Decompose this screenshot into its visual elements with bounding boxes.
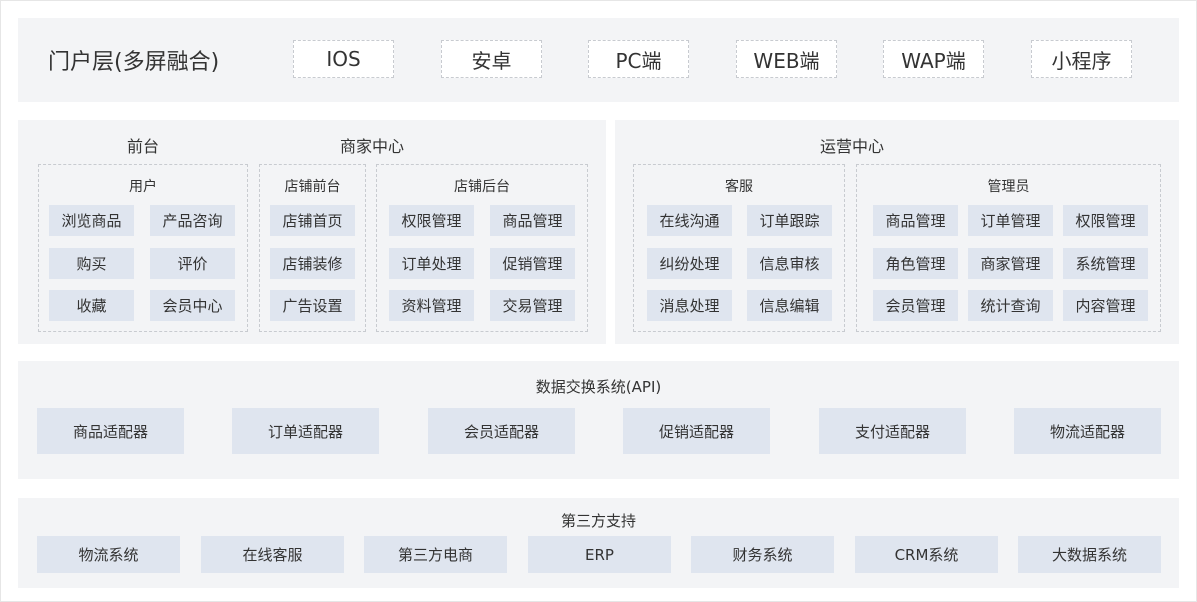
merchant-title: 商家中心 bbox=[339, 137, 404, 156]
admin-item-permission: 权限管理 bbox=[1063, 205, 1148, 236]
service-item-audit: 信息审核 bbox=[747, 248, 832, 279]
portal-item-wap: WAP端 bbox=[883, 40, 984, 78]
user-item-favorite: 收藏 bbox=[49, 290, 134, 321]
third-item-finance: 财务系统 bbox=[691, 536, 834, 573]
store-back-item-profile: 资料管理 bbox=[389, 290, 474, 321]
api-item-member: 会员适配器 bbox=[428, 408, 575, 454]
service-item-dispute: 纠纷处理 bbox=[647, 248, 732, 279]
user-group-title: 用户 bbox=[129, 179, 157, 195]
user-item-buy: 购买 bbox=[49, 248, 134, 279]
admin-item-content: 内容管理 bbox=[1063, 290, 1148, 321]
store-back-group bbox=[376, 164, 588, 332]
portal-layer-title: 门户层(多屏融合) bbox=[48, 50, 220, 75]
store-front-item-ads: 广告设置 bbox=[270, 290, 355, 321]
admin-item-stats: 统计查询 bbox=[968, 290, 1053, 321]
store-back-item-trade: 交易管理 bbox=[490, 290, 575, 321]
store-back-item-order: 订单处理 bbox=[389, 248, 474, 279]
admin-item-role: 角色管理 bbox=[873, 248, 958, 279]
admin-item-goods: 商品管理 bbox=[873, 205, 958, 236]
ops-title: 运营中心 bbox=[819, 137, 884, 156]
user-item-member: 会员中心 bbox=[150, 290, 235, 321]
api-item-payment: 支付适配器 bbox=[819, 408, 966, 454]
user-group bbox=[38, 164, 248, 332]
admin-group-title: 管理员 bbox=[987, 179, 1030, 195]
api-item-promo: 促销适配器 bbox=[623, 408, 770, 454]
service-group-title: 客服 bbox=[725, 179, 753, 195]
third-item-crm: CRM系统 bbox=[855, 536, 998, 573]
third-party-title: 第三方支持 bbox=[560, 512, 636, 530]
third-item-chat: 在线客服 bbox=[201, 536, 344, 573]
store-back-item-goods: 商品管理 bbox=[490, 205, 575, 236]
portal-item-pc: PC端 bbox=[588, 40, 689, 78]
store-back-title: 店铺后台 bbox=[454, 179, 510, 195]
third-item-logistics: 物流系统 bbox=[37, 536, 180, 573]
store-front-item-decorate: 店铺装修 bbox=[270, 248, 355, 279]
portal-item-miniprogram: 小程序 bbox=[1031, 40, 1132, 78]
store-back-item-permission: 权限管理 bbox=[389, 205, 474, 236]
portal-item-web: WEB端 bbox=[736, 40, 837, 78]
store-front-item-home: 店铺首页 bbox=[270, 205, 355, 236]
admin-group bbox=[856, 164, 1161, 332]
service-group bbox=[633, 164, 845, 332]
api-layer-panel bbox=[18, 361, 1179, 479]
service-item-chat: 在线沟通 bbox=[647, 205, 732, 236]
third-item-bigdata: 大数据系统 bbox=[1018, 536, 1161, 573]
api-item-goods: 商品适配器 bbox=[37, 408, 184, 454]
service-item-message: 消息处理 bbox=[647, 290, 732, 321]
user-item-browse: 浏览商品 bbox=[49, 205, 134, 236]
api-layer-title: 数据交换系统(API) bbox=[535, 378, 662, 396]
admin-item-order: 订单管理 bbox=[968, 205, 1053, 236]
api-item-logistics: 物流适配器 bbox=[1014, 408, 1161, 454]
user-item-consult: 产品咨询 bbox=[150, 205, 235, 236]
third-item-erp: ERP bbox=[528, 536, 671, 573]
portal-item-ios: IOS bbox=[293, 40, 394, 78]
api-item-order: 订单适配器 bbox=[232, 408, 379, 454]
store-front-group bbox=[259, 164, 366, 332]
store-back-item-promo: 促销管理 bbox=[490, 248, 575, 279]
admin-item-merchant: 商家管理 bbox=[968, 248, 1053, 279]
service-item-track: 订单跟踪 bbox=[747, 205, 832, 236]
user-item-review: 评价 bbox=[150, 248, 235, 279]
third-item-ecommerce: 第三方电商 bbox=[364, 536, 507, 573]
front-title: 前台 bbox=[126, 137, 159, 156]
service-item-edit: 信息编辑 bbox=[747, 290, 832, 321]
store-front-title: 店铺前台 bbox=[284, 179, 341, 195]
portal-item-android: 安卓 bbox=[441, 40, 542, 78]
admin-item-system: 系统管理 bbox=[1063, 248, 1148, 279]
admin-item-member: 会员管理 bbox=[873, 290, 958, 321]
